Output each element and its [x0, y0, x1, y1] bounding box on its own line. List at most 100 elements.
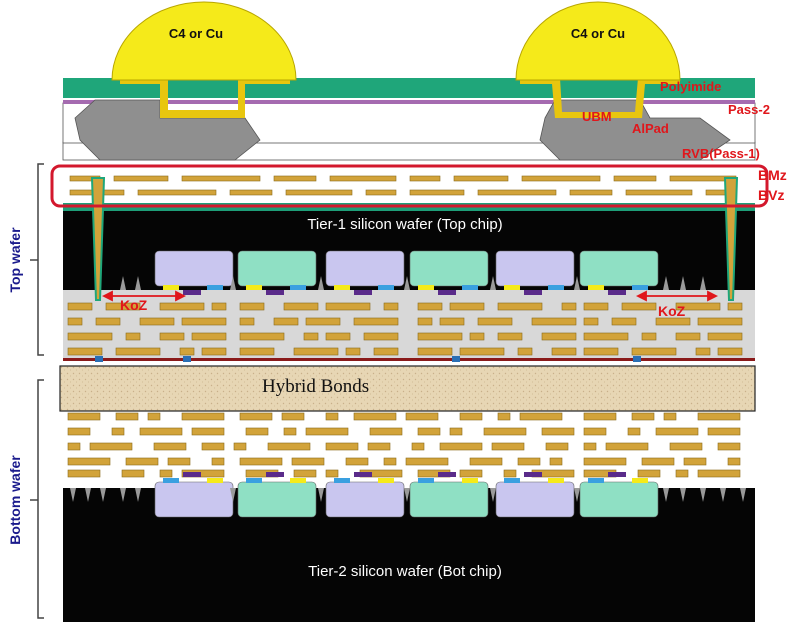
top-metal-segment: [283, 302, 319, 311]
top-device-gate: [524, 290, 542, 295]
sti-spike: [490, 488, 496, 502]
c4-right-label: C4 or Cu: [571, 26, 625, 41]
top-metal-segment: [159, 332, 185, 341]
top-metal-segment: [239, 302, 265, 311]
top-device-gate: [266, 290, 284, 295]
top-metal-segment: [95, 317, 121, 326]
top-metal-segment: [497, 332, 523, 341]
pass2-label: Pass-2: [728, 102, 770, 117]
backside-metal-segment: [285, 189, 353, 196]
bottom-metal-segment: [675, 469, 689, 478]
bottom-metal-segment: [519, 412, 563, 421]
alpad-label: AlPad: [632, 121, 669, 136]
bottom-device-contact: [462, 478, 478, 483]
bottom-metal-segment: [717, 442, 741, 451]
bottom-metal-segment: [449, 427, 463, 436]
bottom-device-block: [409, 481, 489, 518]
bottom-device-contact: [588, 478, 604, 483]
top-device-contact: [246, 285, 262, 290]
bottom-wafer-bracket: [37, 379, 44, 619]
koz-left-arrow: [101, 290, 187, 302]
backside-metal-segment: [409, 189, 465, 196]
top-metal-segment: [517, 347, 533, 356]
bottom-metal-segment: [239, 412, 273, 421]
pass2-line: [63, 100, 755, 104]
top-metal-segment: [717, 347, 743, 356]
top-metal-segment: [417, 302, 443, 311]
top-metal-segment: [211, 302, 227, 311]
top-device-block: [495, 250, 575, 287]
top-metal-segment: [695, 347, 711, 356]
bottom-device-contact: [548, 478, 564, 483]
top-device-block: [325, 250, 405, 287]
top-device-gate: [438, 290, 456, 295]
bottom-metal-segment: [89, 442, 133, 451]
bottom-metal-segment: [325, 469, 339, 478]
top-metal-segment: [325, 302, 371, 311]
sti-spike: [490, 276, 496, 290]
bottom-metal-segment: [191, 427, 225, 436]
bottom-metal-segment: [583, 427, 607, 436]
tsv-right: [723, 177, 739, 301]
bottom-wafer-label: Bottom wafer: [7, 455, 23, 545]
bottom-metal-segment: [239, 457, 283, 466]
top-metal-segment: [417, 332, 463, 341]
ubm-left: [120, 78, 290, 118]
bottom-device-contact: [504, 478, 520, 483]
bottom-device-gate: [524, 472, 542, 477]
top-metal-segment: [459, 347, 505, 356]
top-wafer-bracket: [37, 163, 44, 356]
bond-pad: [452, 356, 460, 362]
bond-pad: [633, 356, 641, 362]
top-device-contact: [588, 285, 604, 290]
bottom-device-contact: [207, 478, 223, 483]
bottom-metal-segment: [605, 442, 649, 451]
bottom-metal-segment: [483, 427, 527, 436]
top-metal-segment: [303, 332, 319, 341]
top-device-contact: [632, 285, 648, 290]
bottom-metal-segment: [325, 412, 339, 421]
top-metal-segment: [67, 317, 83, 326]
koz-right-label: KoZ: [658, 303, 686, 319]
bottom-metal-segment: [67, 442, 81, 451]
sti-spikes: [70, 276, 746, 502]
backside-metal-segment: [181, 175, 261, 182]
bottom-device-gate: [266, 472, 284, 477]
bottom-device-contact: [334, 478, 350, 483]
sti-spike: [720, 488, 726, 502]
bottom-metal-segment: [669, 442, 703, 451]
bottom-metal-segment: [181, 412, 225, 421]
c4-left-label: C4 or Cu: [169, 26, 223, 41]
bottom-metal-segment: [627, 427, 641, 436]
hybrid-bonds-label: Hybrid Bonds: [262, 376, 369, 397]
bottom-metal-segment: [125, 457, 159, 466]
sti-spike: [574, 276, 580, 290]
c4-bump-left: [111, 1, 297, 81]
tier2-label: Tier-2 silicon wafer (Bot chip): [308, 563, 502, 580]
backside-metal-segment: [365, 189, 397, 196]
bottom-metal-segment: [115, 412, 139, 421]
bottom-metal-segment: [67, 457, 111, 466]
bottom-metal-segment: [583, 442, 597, 451]
top-metal-segment: [641, 332, 657, 341]
bottom-metal-segment: [469, 457, 503, 466]
bottom-metal-segment: [147, 412, 161, 421]
top-metal-segment: [115, 347, 161, 356]
backside-metal-segment: [613, 175, 657, 182]
top-device-contact: [418, 285, 434, 290]
top-metal-segment: [707, 332, 743, 341]
top-device-gate: [183, 290, 201, 295]
hybrid-bonds-layer: [59, 365, 756, 412]
bottom-metal-segment: [641, 457, 675, 466]
bottom-device-contact: [246, 478, 262, 483]
bottom-metal-segment: [291, 457, 325, 466]
alpad-left: [74, 99, 261, 161]
backside-metal-segment: [625, 189, 693, 196]
bottom-metal-segment: [305, 427, 349, 436]
bottom-metal-segment: [549, 457, 563, 466]
top-device-contact: [462, 285, 478, 290]
top-metal-segment: [67, 332, 113, 341]
top-metal-segment: [239, 317, 255, 326]
top-metal-segment: [631, 347, 677, 356]
backside-metal-segment: [409, 175, 441, 182]
